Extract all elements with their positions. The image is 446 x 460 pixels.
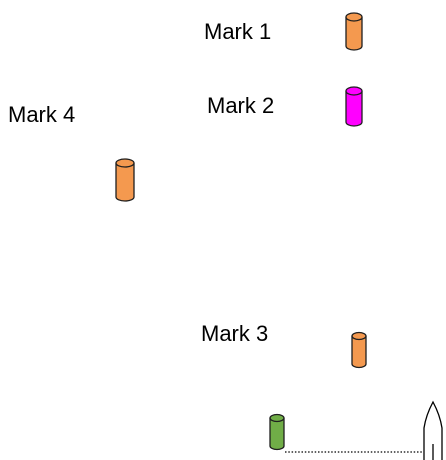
- mark-2-buoy: [345, 86, 363, 127]
- mark-2-label: Mark 2: [207, 93, 275, 118]
- mark-3-buoy: [351, 331, 367, 369]
- mark-1-label: Mark 1: [204, 19, 272, 44]
- mark-4-buoy-top: [115, 158, 135, 168]
- mark-1-buoy: [345, 12, 363, 51]
- mark-3-label: Mark 3: [201, 321, 269, 346]
- mark-3-buoy-top: [351, 331, 367, 341]
- mark-4-label: Mark 4: [8, 102, 76, 127]
- mark-3-buoy-body: [351, 336, 367, 369]
- green-marker-buoy: [269, 413, 285, 451]
- green-marker-top: [269, 413, 285, 423]
- mark-2-buoy-top: [345, 86, 363, 96]
- mark-1-buoy-body: [345, 17, 363, 51]
- mark-4-buoy-body: [115, 163, 135, 202]
- boat-outline: [423, 400, 443, 460]
- mark-2-buoy-body: [345, 91, 363, 127]
- green-marker-body: [269, 418, 285, 451]
- mark-4-buoy: [115, 158, 135, 202]
- mark-1-buoy-top: [345, 12, 363, 22]
